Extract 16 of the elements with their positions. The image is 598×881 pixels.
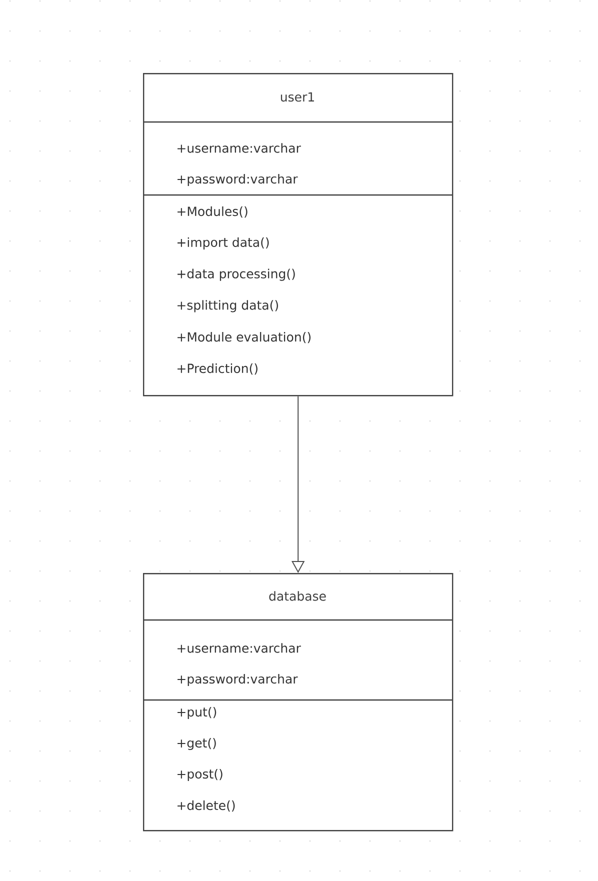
class-name: database <box>269 591 326 601</box>
attribute-text: +username:varchar <box>178 143 301 153</box>
class-name: user1 <box>280 92 314 102</box>
method-text: +import data() <box>178 237 269 250</box>
method-text: +post() <box>178 768 222 782</box>
attribute-text: +password:varchar <box>178 174 298 186</box>
method-text: +data processing() <box>178 268 295 281</box>
attribute-text: +password:varchar <box>178 674 298 686</box>
method-text: +put() <box>178 706 216 720</box>
method-text: +get() <box>178 738 216 750</box>
method-text: +splitting data() <box>178 300 278 312</box>
method-text: +Prediction() <box>178 363 258 375</box>
method-text: +delete() <box>178 800 235 812</box>
attribute-text: +username:varchar <box>178 643 301 653</box>
method-text: +Modules() <box>178 206 248 218</box>
method-text: +Module evaluation() <box>178 332 311 344</box>
